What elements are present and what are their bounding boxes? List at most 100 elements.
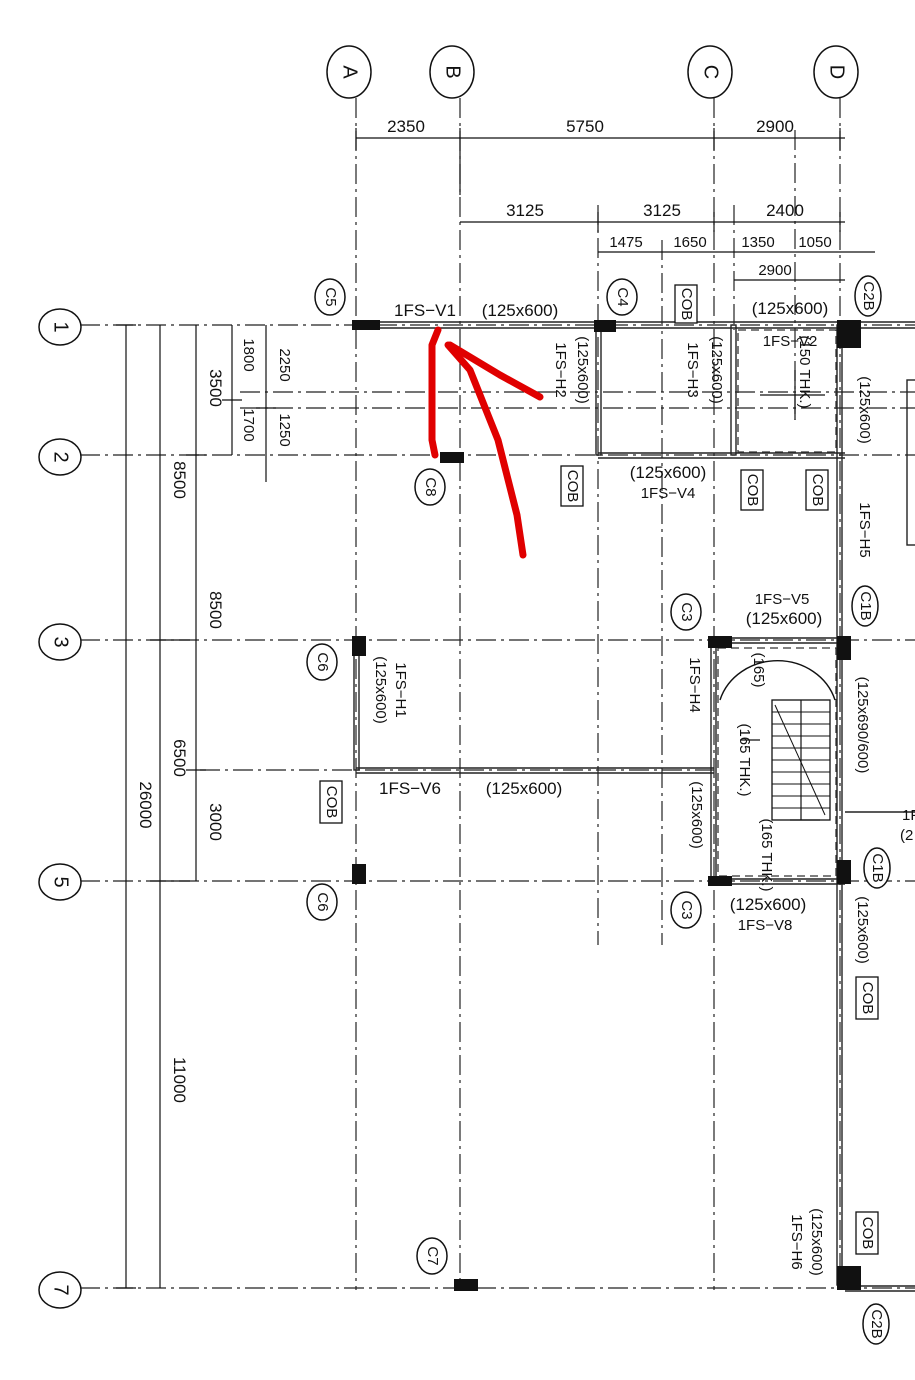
grid-label-2: 2 — [50, 451, 72, 462]
column-tag-bubble — [306, 883, 338, 921]
beam-label-h5: 1FS−H5 — [856, 502, 873, 557]
red-arrow-head — [446, 341, 544, 401]
grid-bubble-5 — [38, 863, 82, 901]
beam-size-h2: (125x600) — [574, 336, 591, 404]
column-tag-c1b-bottom: C1B — [869, 853, 886, 882]
grid-label-1: 1 — [50, 321, 72, 332]
dim-left-8500b: 8500 — [206, 591, 225, 629]
beam-label-v8: 1FS−V8 — [738, 917, 793, 934]
beam-labels: 1FS−V1 (125x600) (125x600) 1FS−V2 (125x6… — [372, 299, 915, 1276]
cob-box — [319, 780, 343, 824]
column-tag-bubble — [416, 1237, 448, 1275]
dim-top-1475: 1475 — [609, 234, 642, 251]
beam-size-v5: (125x600) — [746, 609, 823, 628]
beam-label-v5: 1FS−V5 — [755, 591, 810, 608]
column-tag-c1b-top: C1B — [857, 591, 874, 620]
cob-box — [805, 469, 829, 511]
dim-left-3500: 3500 — [206, 369, 225, 407]
cob-box — [740, 469, 764, 511]
grid-bubble-d — [813, 45, 859, 99]
beam-size-c3: (125x600) — [688, 781, 705, 849]
cob-label-6: COB — [859, 982, 876, 1015]
cob-label-5: COB — [323, 786, 340, 819]
grid-label-c: C — [700, 65, 722, 79]
grid-bubble-c — [687, 45, 733, 99]
column-c6-top — [352, 636, 366, 656]
column-c3-bottom — [708, 876, 732, 886]
column-tag-bubble — [851, 585, 879, 627]
red-markup-annotation — [428, 326, 544, 559]
beam-size-v2: (125x600) — [752, 299, 829, 318]
column-tag-c2b-bottom: C2B — [868, 1309, 885, 1338]
column-c8 — [440, 452, 464, 463]
column-tag-c3-bottom: C3 — [678, 900, 695, 919]
dim-top-5750: 5750 — [566, 117, 604, 136]
dim-top-2900b: 2900 — [758, 262, 791, 279]
grid-label-3: 3 — [50, 636, 72, 647]
column-tag-c4: C4 — [614, 287, 631, 306]
top-dimensions: 2350 5750 2900 3125 3125 2400 1475 1650 … — [355, 117, 875, 281]
dim-left-26000: 26000 — [136, 781, 155, 828]
column-c7 — [454, 1279, 478, 1291]
beam-label-v6: 1FS−V6 — [379, 779, 441, 798]
column-tag-c8: C8 — [422, 477, 439, 496]
slab-label-s4: (165 THK.) — [758, 818, 775, 891]
column-tag-c6-bottom: C6 — [314, 892, 331, 911]
dim-top-2400: 2400 — [766, 201, 804, 220]
grid-bubble-2 — [38, 438, 82, 476]
edge-text-1f: 1F — [902, 807, 915, 824]
grid-bubble-7 — [38, 1271, 82, 1309]
grid-lines — [80, 98, 915, 1290]
grid-label-7: 7 — [50, 1284, 72, 1295]
dim-left-6500: 6500 — [170, 739, 189, 777]
grid-bubbles-top: A B C D — [326, 45, 859, 99]
dim-top-2900: 2900 — [756, 117, 794, 136]
column-tag-bubble — [314, 278, 346, 316]
column-c3-top — [708, 636, 732, 648]
dim-top-1050: 1050 — [798, 234, 831, 251]
cob-label-3: COB — [744, 474, 761, 507]
beam-label-h6: 1FS−H6 — [788, 1214, 805, 1269]
column-tag-bubble — [670, 593, 702, 631]
left-dimensions: 26000 8500 6500 11000 3500 8500 3000 180… — [116, 324, 293, 1289]
slab-label-s3: (165 THK.) — [736, 723, 753, 796]
beam-label-v4: 1FS−V4 — [641, 485, 696, 502]
grid-label-b: B — [442, 65, 464, 78]
cob-label-7: COB — [859, 1217, 876, 1250]
beam-size-stair: (125x690/600) — [854, 677, 871, 774]
dim-left-11000: 11000 — [170, 1057, 189, 1103]
dim-left-3000: 3000 — [206, 803, 225, 841]
cob-labels: COB COB COB COB COB COB COB — [319, 284, 879, 1255]
dim-top-3125b: 3125 — [643, 201, 681, 220]
beam-label-h1: 1FS−H1 — [392, 662, 409, 717]
beam-size-d-lower: (125x600) — [854, 896, 871, 964]
cob-label-4: COB — [809, 474, 826, 507]
column-c2b-top — [837, 320, 861, 348]
column-tag-bubble — [862, 1303, 890, 1345]
beam-label-h3: 1FS−H3 — [684, 342, 701, 397]
cob-box — [855, 1211, 879, 1255]
edge-text-2: (2 — [900, 827, 913, 844]
columns — [352, 320, 861, 1291]
dim-left-1700: 1700 — [240, 408, 257, 441]
beam-size-v4: (125x600) — [630, 463, 707, 482]
stair-break-line — [774, 704, 826, 816]
beam-label-v2: 1FS−V2 — [763, 333, 818, 350]
column-c4 — [594, 320, 616, 332]
grid-label-d: D — [826, 65, 848, 79]
column-tag-c3-top: C3 — [678, 602, 695, 621]
beam-size-d-top: (125x600) — [856, 376, 873, 444]
beam-label-h2: 1FS−H2 — [552, 342, 569, 397]
column-tag-bubble — [863, 847, 891, 889]
dim-left-1800: 1800 — [240, 338, 257, 371]
dim-left-2250: 2250 — [276, 348, 293, 381]
grid-bubble-1 — [38, 308, 82, 346]
column-c2b-bottom — [837, 1266, 861, 1290]
grid-label-a: A — [339, 65, 361, 79]
slab-label-s1: (150 THK.) — [796, 335, 813, 408]
beam-label-h4: 1FS−H4 — [686, 657, 703, 712]
dim-left-8500a: 8500 — [170, 461, 189, 499]
red-vertical-stroke — [428, 326, 442, 459]
column-tag-c7: C7 — [424, 1246, 441, 1265]
